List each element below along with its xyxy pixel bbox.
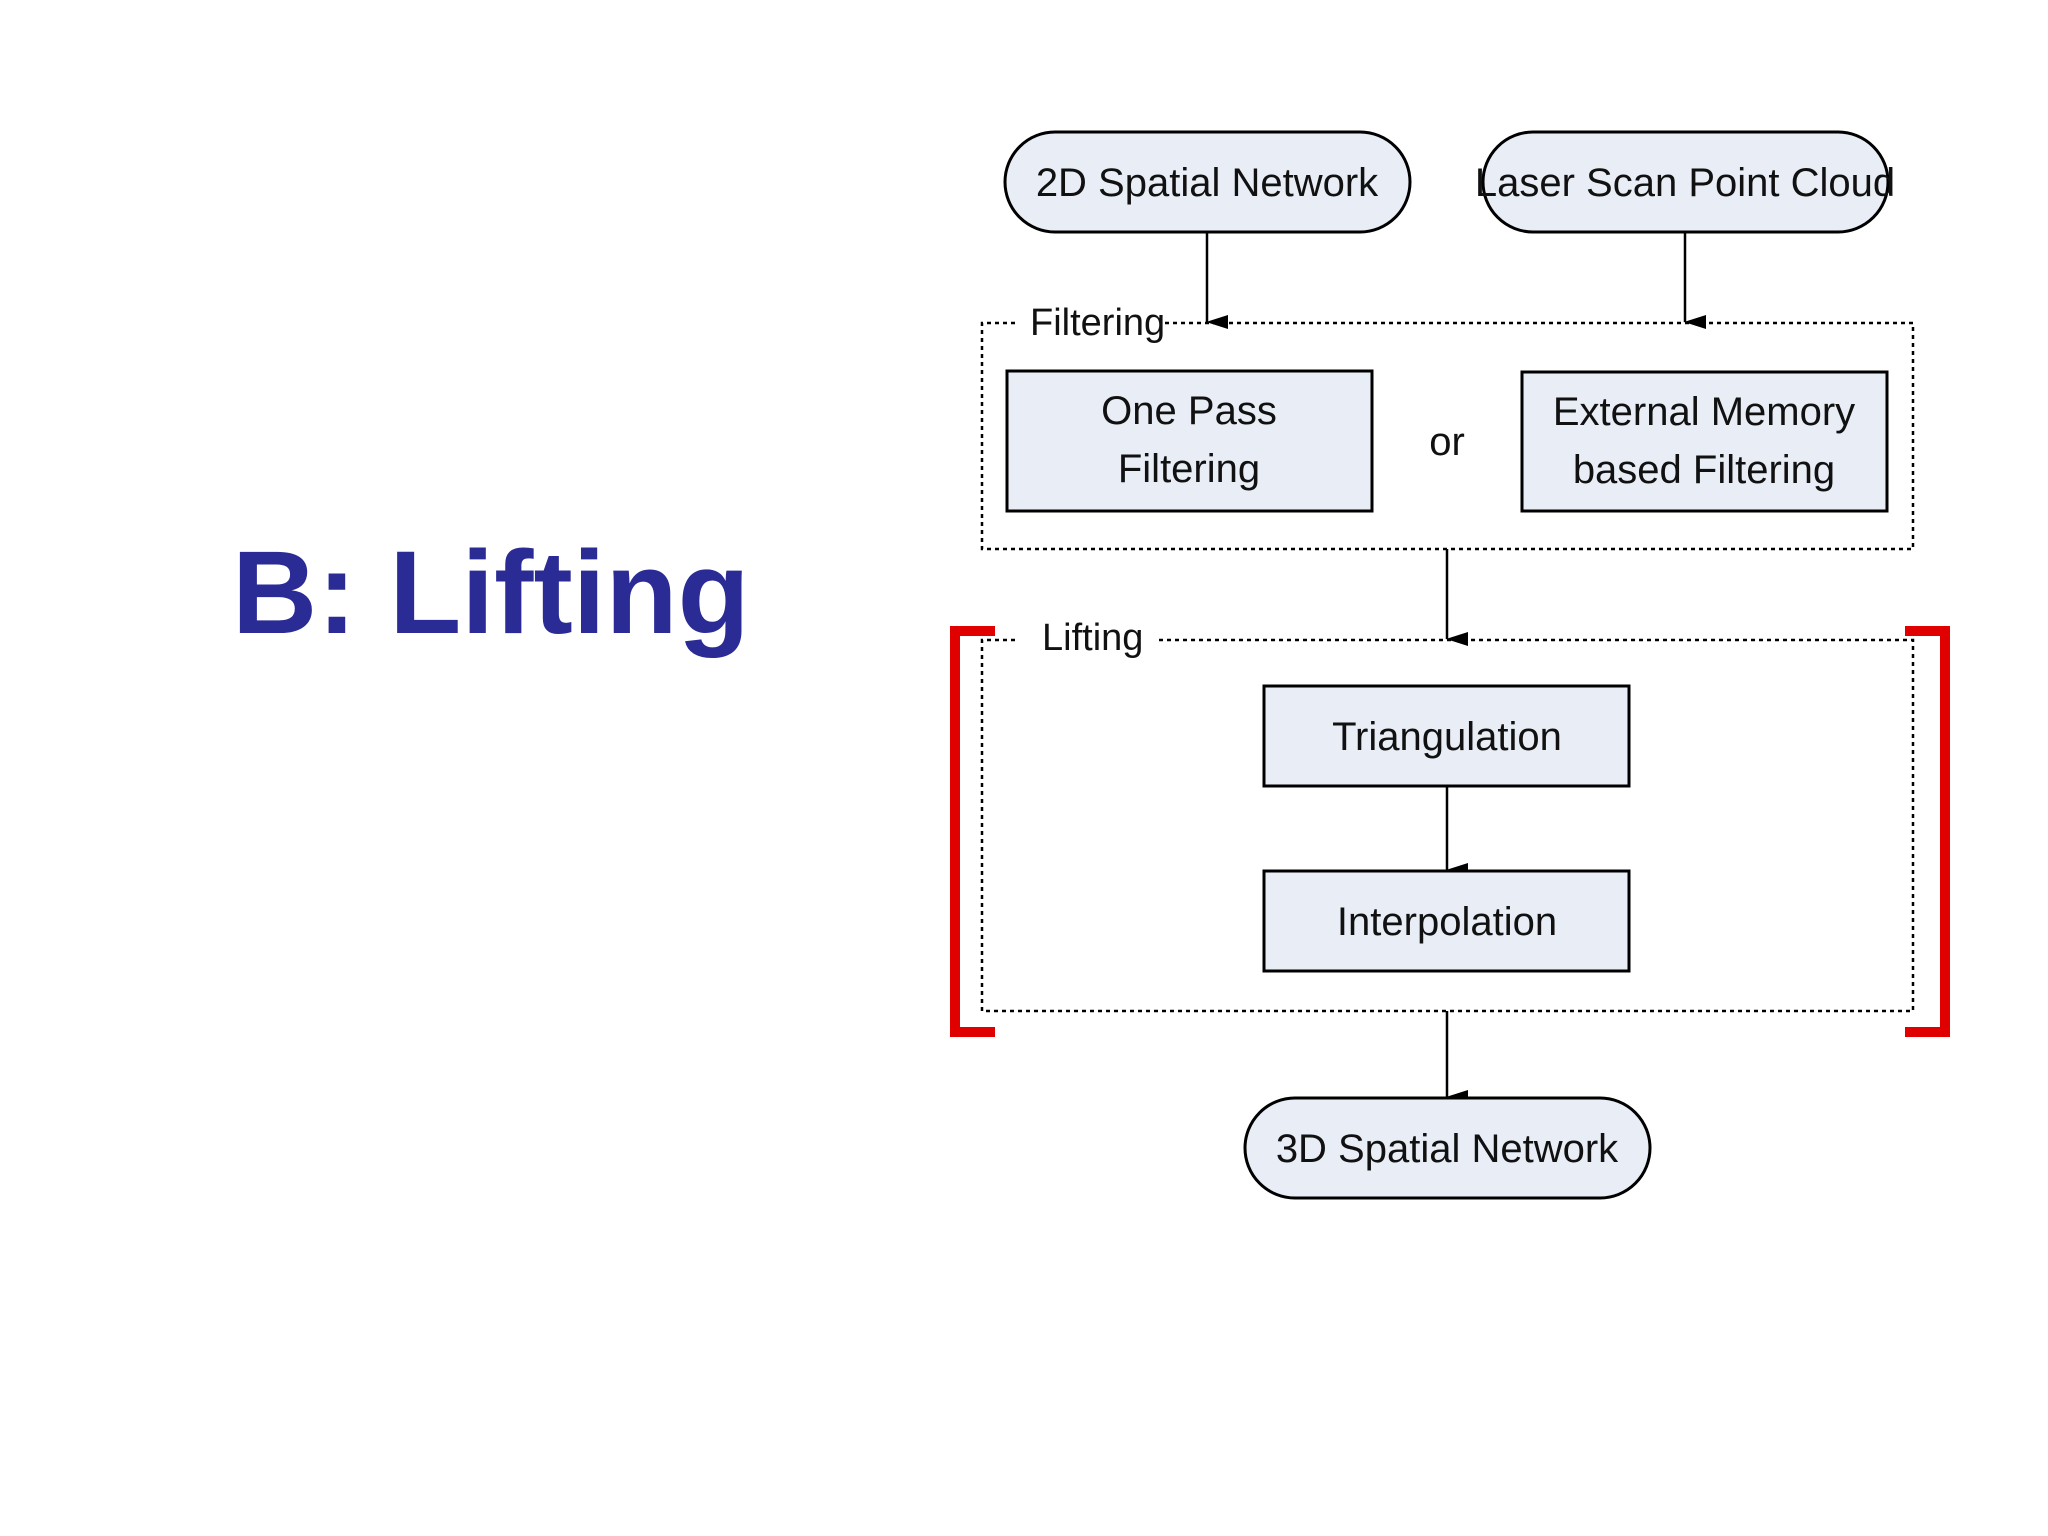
input-laser-scan-point-cloud: Laser Scan Point Cloud [1475, 130, 1895, 234]
external-memory-filtering-box: External Memory based Filtering [1520, 370, 1889, 513]
output-3d-spatial-network-label: 3D Spatial Network [1276, 1127, 1619, 1171]
slide-title: B: Lifting [232, 527, 750, 659]
or-separator: or [1429, 420, 1465, 464]
interpolation-label: Interpolation [1337, 900, 1557, 944]
filtering-group: Filtering One Pass Filtering or External… [980, 302, 1915, 551]
triangulation-label: Triangulation [1332, 715, 1562, 759]
input-laser-scan-label: Laser Scan Point Cloud [1475, 161, 1895, 205]
external-memory-line1: External Memory [1553, 390, 1855, 434]
one-pass-filtering-line1: One Pass [1101, 389, 1277, 433]
external-memory-line2: based Filtering [1573, 448, 1835, 492]
input-2d-spatial-network-label: 2D Spatial Network [1036, 161, 1379, 205]
input-2d-spatial-network: 2D Spatial Network [1003, 130, 1412, 234]
one-pass-filtering-box: One Pass Filtering [1005, 369, 1374, 513]
lifting-group: Lifting Triangulation Interpolation [980, 617, 1915, 1013]
filtering-group-label: Filtering [1030, 302, 1165, 344]
interpolation-box: Interpolation [1262, 869, 1631, 973]
one-pass-filtering-line2: Filtering [1118, 447, 1260, 491]
lifting-group-label: Lifting [1042, 617, 1143, 659]
output-3d-spatial-network: 3D Spatial Network [1243, 1096, 1652, 1200]
highlight-bracket-left [950, 626, 995, 1037]
highlight-bracket-right [1905, 626, 1950, 1037]
triangulation-box: Triangulation [1262, 684, 1631, 788]
